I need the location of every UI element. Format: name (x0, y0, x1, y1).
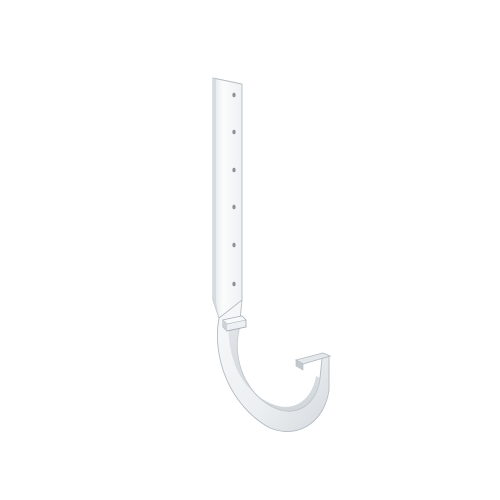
mounting-strip-edge (213, 78, 219, 318)
gutter-latch-top (222, 315, 247, 325)
mounting-strip (212, 77, 243, 319)
mounting-hole (232, 281, 236, 287)
hook-tip-front (295, 359, 304, 371)
mounting-hole (232, 167, 236, 173)
mounting-holes (232, 92, 236, 287)
mounting-hole (232, 129, 236, 135)
mounting-hole (232, 204, 236, 210)
gutter-latch-side (223, 320, 227, 331)
mounting-hole (232, 242, 236, 248)
mounting-hole (232, 92, 236, 98)
